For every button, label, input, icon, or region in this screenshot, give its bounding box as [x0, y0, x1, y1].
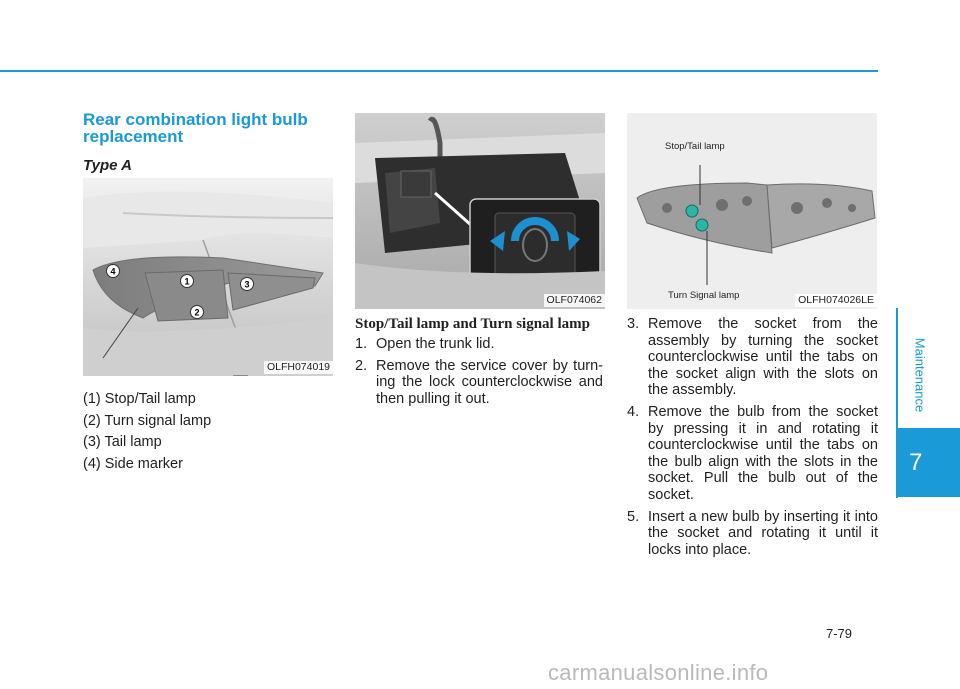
chapter-name: Maintenance [912, 337, 928, 413]
legend-item: (2) Turn signal lamp [83, 412, 212, 429]
lamp-assembly-illustration [627, 113, 877, 309]
steps-right: 3. Remove the socket from the assembly b… [627, 316, 878, 563]
legend-item: (4) Side marker [83, 455, 183, 472]
subheading: Stop/Tail lamp and Turn signal lamp [355, 316, 590, 332]
trunk-figure: OLF074062 [355, 113, 605, 309]
lamp-assembly-figure: Stop/Tail lamp Turn Signal lamp OLFH0740… [627, 113, 877, 309]
step-number: 2. [355, 357, 368, 374]
type-label: Type A [83, 157, 132, 174]
step-number: 3. [627, 316, 640, 332]
step-item: 2. Remove the service cover by turn-ing … [355, 358, 603, 408]
header-rule [0, 70, 878, 72]
lamp-legend: (1) Stop/Tail lamp (2) Turn signal lamp … [83, 389, 211, 475]
step-text: Insert a new bulb by inserting it into t… [648, 508, 878, 558]
trunk-illustration [355, 113, 605, 309]
figure-code: OLF074062 [543, 294, 605, 307]
label-stop-tail: Stop/Tail lamp [665, 141, 725, 152]
page-number: 7-79 [826, 626, 853, 641]
step-item: 3. Remove the socket from the assembly b… [627, 316, 878, 399]
callout-3: 3 [244, 280, 249, 290]
step-item: 4. Remove the bulb from the socket by pr… [627, 404, 878, 504]
callout-2: 2 [194, 308, 199, 318]
tail-lamp-figure: 4 1 3 2 OLFH074019 [83, 178, 333, 376]
step-item: 5. Insert a new bulb by inserting it int… [627, 509, 878, 559]
step-text: Open the trunk lid. [376, 336, 495, 352]
figure-code: OLFH074026LE [795, 294, 877, 307]
steps-left: 1. Open the trunk lid. 2. Remove the ser… [355, 336, 603, 412]
legend-item: (3) Tail lamp [83, 434, 162, 450]
callout-4: 4 [110, 267, 115, 277]
step-item: 1. Open the trunk lid. [355, 336, 603, 353]
step-text: Remove the bulb from the socket by press… [648, 403, 878, 503]
label-turn-signal: Turn Signal lamp [668, 290, 740, 301]
tail-lamp-illustration: 4 1 3 2 [83, 178, 333, 376]
figure-code: OLFH074019 [263, 361, 333, 374]
side-tab-rule [896, 308, 898, 498]
legend-item: (1) Stop/Tail lamp [83, 391, 196, 407]
step-number: 5. [627, 508, 640, 525]
chapter-number-box: 7 [896, 428, 960, 497]
step-number: 1. [355, 336, 368, 352]
callout-1: 1 [184, 277, 189, 287]
section-title: Rear combination light bulb replacement [83, 110, 308, 146]
chapter-tab-label: Maintenance [912, 325, 928, 425]
step-text: Remove the service cover by turn-ing the… [376, 357, 603, 407]
step-number: 4. [627, 403, 640, 420]
watermark: carmanualsonline.info [548, 660, 769, 685]
step-text: Remove the socket from the assembly by t… [648, 316, 878, 399]
